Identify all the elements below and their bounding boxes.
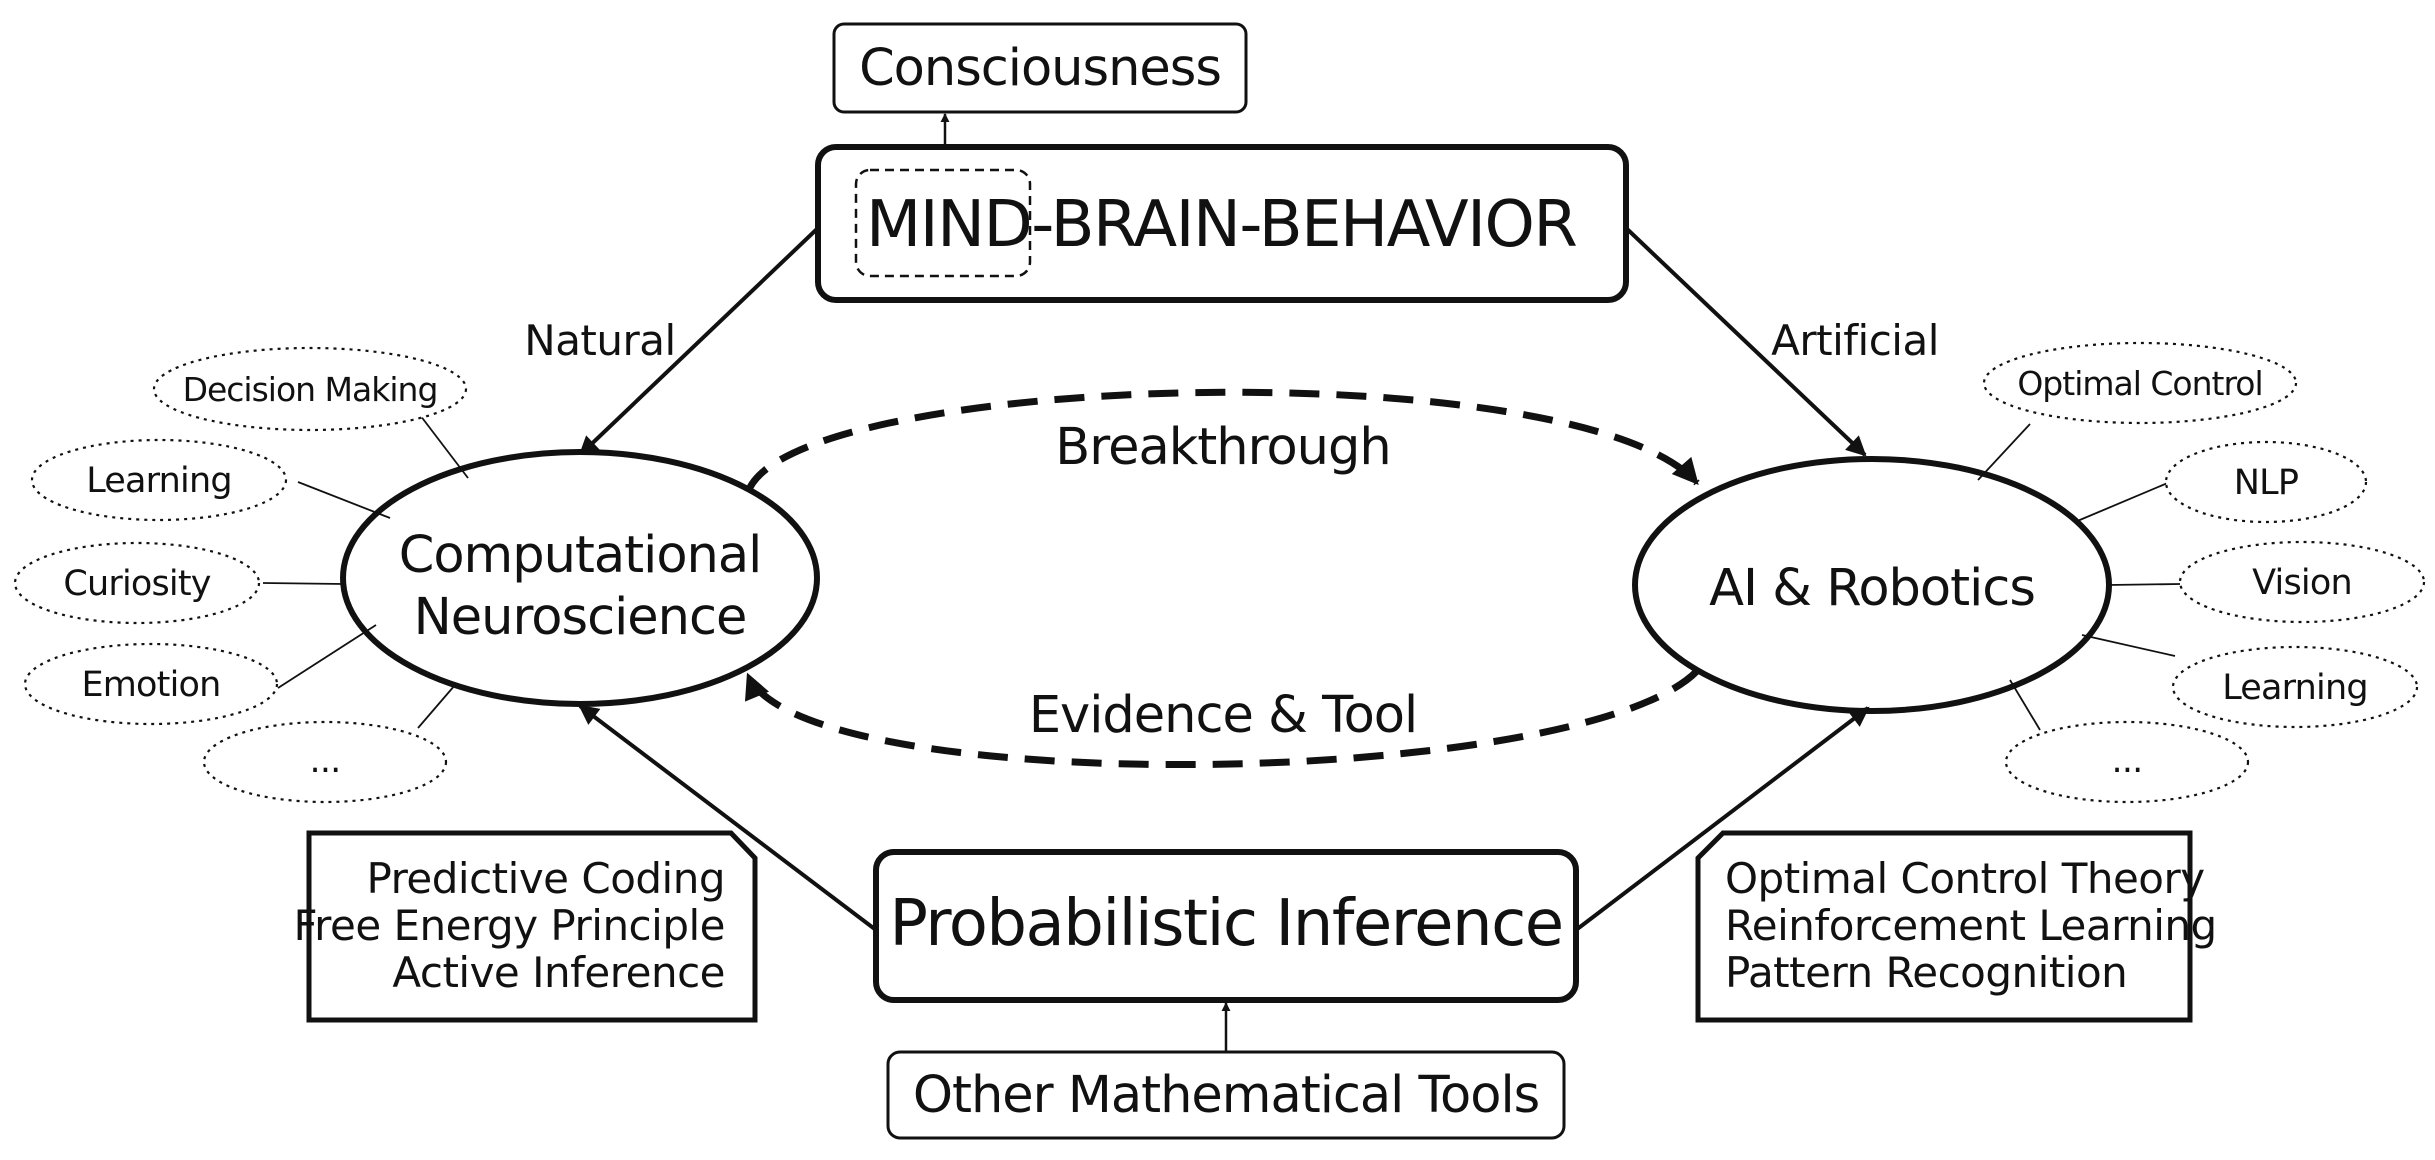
svg-text:Curiosity: Curiosity [63,564,210,604]
computational-neuroscience-line2: Neuroscience [414,588,747,647]
computational-neuroscience-node: Computational Neuroscience [340,449,820,707]
left-topics: Decision Making Learning Curiosity Emoti… [13,346,469,804]
other-math-tools-label: Other Mathematical Tools [913,1066,1539,1125]
svg-text:...: ... [2112,741,2143,781]
method-free-energy: Free Energy Principle [294,901,725,950]
topic-emotion: Emotion [23,642,279,726]
inference-to-ai-arrow [1574,706,1870,932]
topic-more-left: ... [202,720,448,804]
svg-text:Learning: Learning [2222,668,2368,708]
svg-text:Emotion: Emotion [81,665,220,705]
method-predictive-coding: Predictive Coding [366,854,725,903]
natural-label: Natural [524,316,675,365]
natural-arrow [578,226,820,457]
ai-robotics-node: AI & Robotics [1632,456,2112,714]
consciousness-node: Consciousness [832,22,1248,114]
mind-brain-behavior-node: MIND-BRAIN-BEHAVIOR [815,144,1629,303]
computational-neuroscience-line1: Computational [399,526,762,585]
svg-text:Vision: Vision [2252,563,2352,603]
probabilistic-inference-node: Probabilistic Inference [873,849,1579,1003]
method-pattern-recognition: Pattern Recognition [1725,948,2127,997]
consciousness-label: Consciousness [859,39,1221,98]
other-math-tools-node: Other Mathematical Tools [886,1050,1566,1140]
topic-optimal-control: Optimal Control [1982,341,2298,425]
method-reinforcement-learning: Reinforcement Learning [1725,901,2217,950]
topic-learning-left: Learning [30,438,288,522]
mind-label: MIND [866,188,1031,262]
svg-text:Decision Making: Decision Making [183,370,438,409]
topic-decision-making: Decision Making [152,346,468,432]
topic-learning-right: Learning [2171,645,2419,729]
svg-text:...: ... [310,741,341,781]
right-topics: Optimal Control NLP Vision Learning ... [1977,341,2426,804]
method-active-inference: Active Inference [392,948,725,997]
topic-curiosity: Curiosity [13,541,261,625]
ai-methods-box: Optimal Control Theory Reinforcement Lea… [1695,830,2217,1023]
ai-robotics-label: AI & Robotics [1709,559,2035,618]
brain-behavior-label: -BRAIN-BEHAVIOR [1031,188,1576,262]
svg-text:MIND-BRAIN-BEHAVIOR: MIND-BRAIN-BEHAVIOR [866,188,1576,262]
topic-vision: Vision [2178,540,2426,624]
evidence-tool-arrow [744,668,1700,769]
svg-text:Learning: Learning [86,461,232,501]
artificial-arrow [1624,226,1867,457]
artificial-label: Artificial [1771,316,1939,365]
inference-to-neuroscience-arrow [578,704,878,932]
svg-text:Optimal Control: Optimal Control [2017,364,2262,403]
probabilistic-inference-label: Probabilistic Inference [889,887,1562,961]
topic-more-right: ... [2004,720,2250,804]
evidence-tool-label: Evidence & Tool [1029,686,1417,745]
breakthrough-label: Breakthrough [1055,418,1390,477]
topic-nlp: NLP [2164,440,2368,524]
neuroscience-methods-box: Predictive Coding Free Energy Principle … [294,830,758,1023]
method-optimal-control-theory: Optimal Control Theory [1725,854,2205,903]
svg-text:NLP: NLP [2234,463,2298,503]
